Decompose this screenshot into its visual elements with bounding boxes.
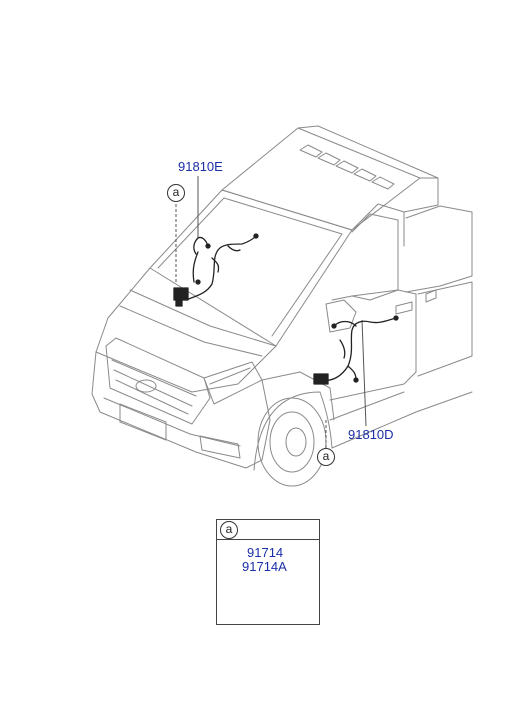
side-window: [351, 213, 399, 301]
brand-emblem: [135, 379, 157, 393]
windshield-outline: [149, 189, 353, 347]
part-label-front-harness: 91810E: [178, 159, 223, 174]
license-plate: [119, 403, 167, 441]
sliding-door-window: [405, 205, 473, 293]
hood-outline: [95, 267, 277, 393]
grille-outline: [105, 337, 211, 425]
windshield-connector: [173, 287, 189, 301]
roof-side-edge: [297, 125, 439, 179]
bumper-outline: [91, 351, 271, 469]
sliding-door: [417, 281, 473, 377]
harness-91810D-main: [321, 317, 397, 382]
callout-detail-ref: a: [220, 521, 238, 539]
part-label-grommet-alt: 91714A: [242, 559, 287, 574]
front-wheel: [257, 397, 327, 487]
front-door: [329, 289, 417, 401]
detail-inset-header: a: [217, 520, 319, 540]
door-handle: [395, 301, 413, 315]
door-connector: [313, 373, 329, 385]
callout-windshield-ref: a: [167, 184, 185, 202]
a-pillar: [351, 203, 405, 247]
harness-91810E-branch-left: [192, 251, 199, 283]
callout-door-ref: a: [317, 448, 335, 466]
part-label-door-harness: 91810D: [348, 427, 394, 442]
leader-91810D: [361, 319, 367, 427]
side-mirror: [325, 299, 357, 333]
detail-inset: a 91714 91714A: [216, 519, 320, 625]
harness-91810E-main: [185, 235, 257, 301]
part-label-grommet: 91714: [247, 545, 284, 560]
roof-outline: [221, 127, 421, 231]
wheel-arch: [253, 391, 333, 471]
harness-91810E-branch-up: [193, 236, 209, 255]
